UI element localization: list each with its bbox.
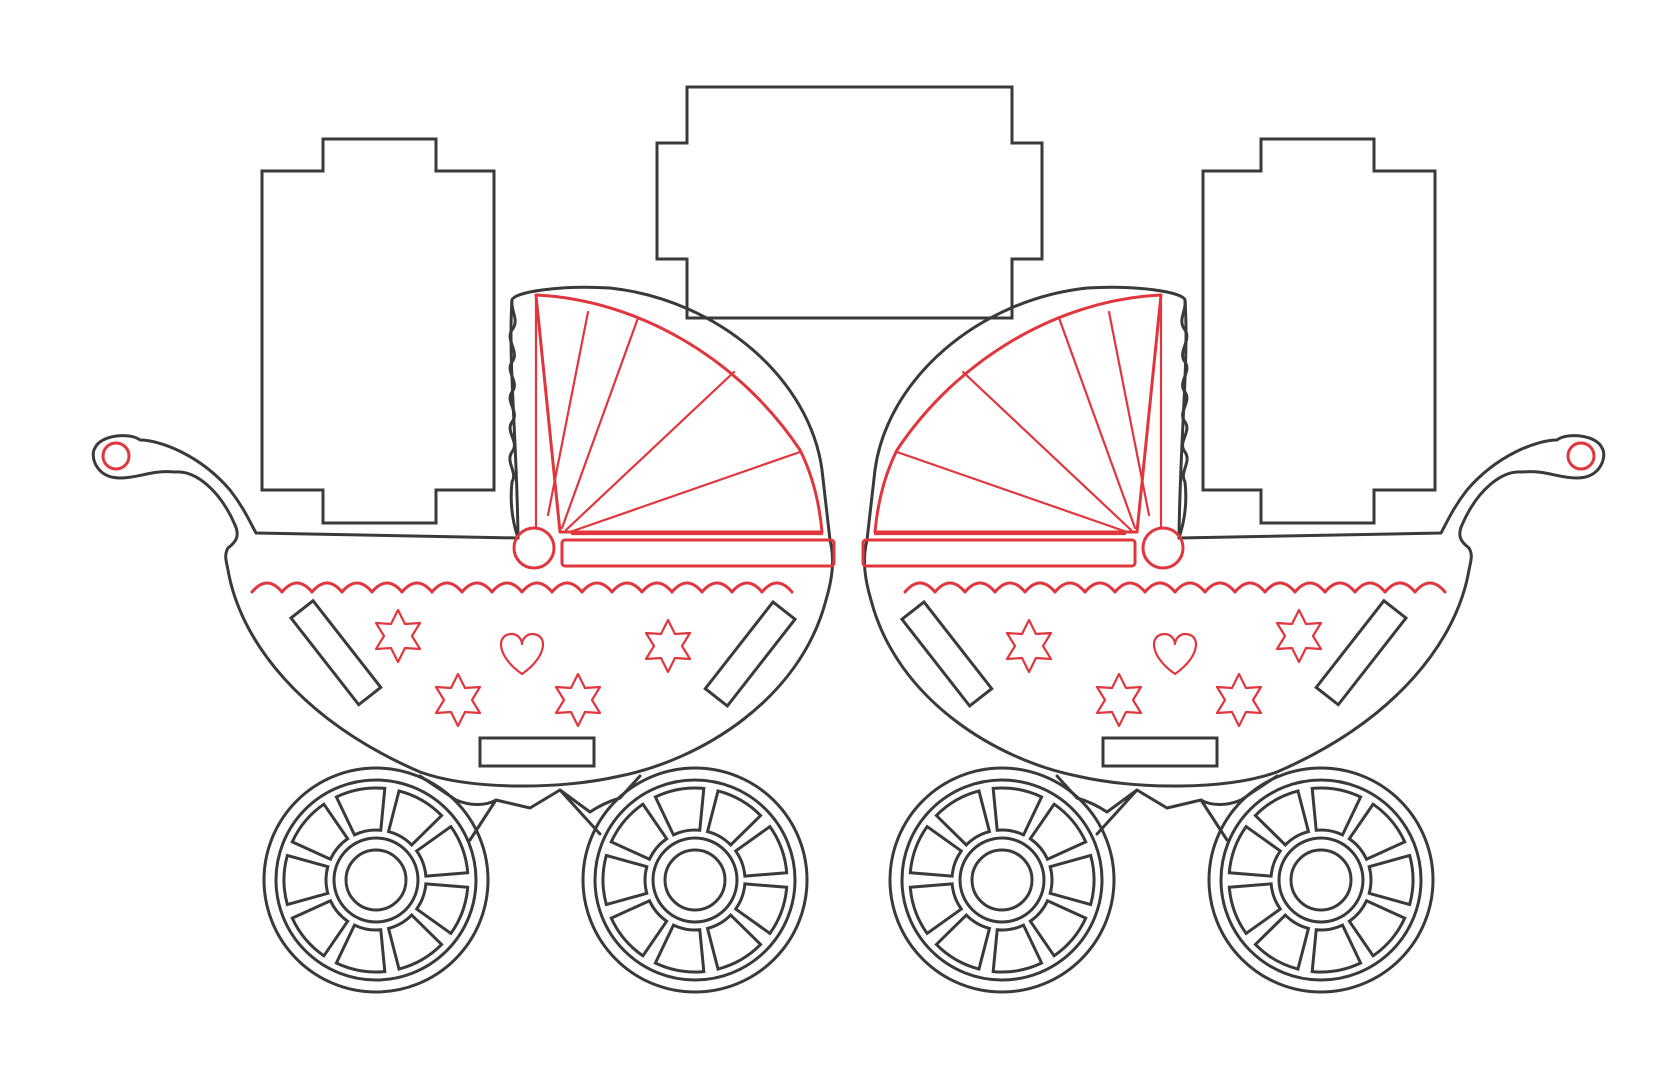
top-label-panel — [655, 85, 1044, 320]
left-carriage — [93, 139, 834, 992]
right-carriage — [863, 139, 1604, 992]
